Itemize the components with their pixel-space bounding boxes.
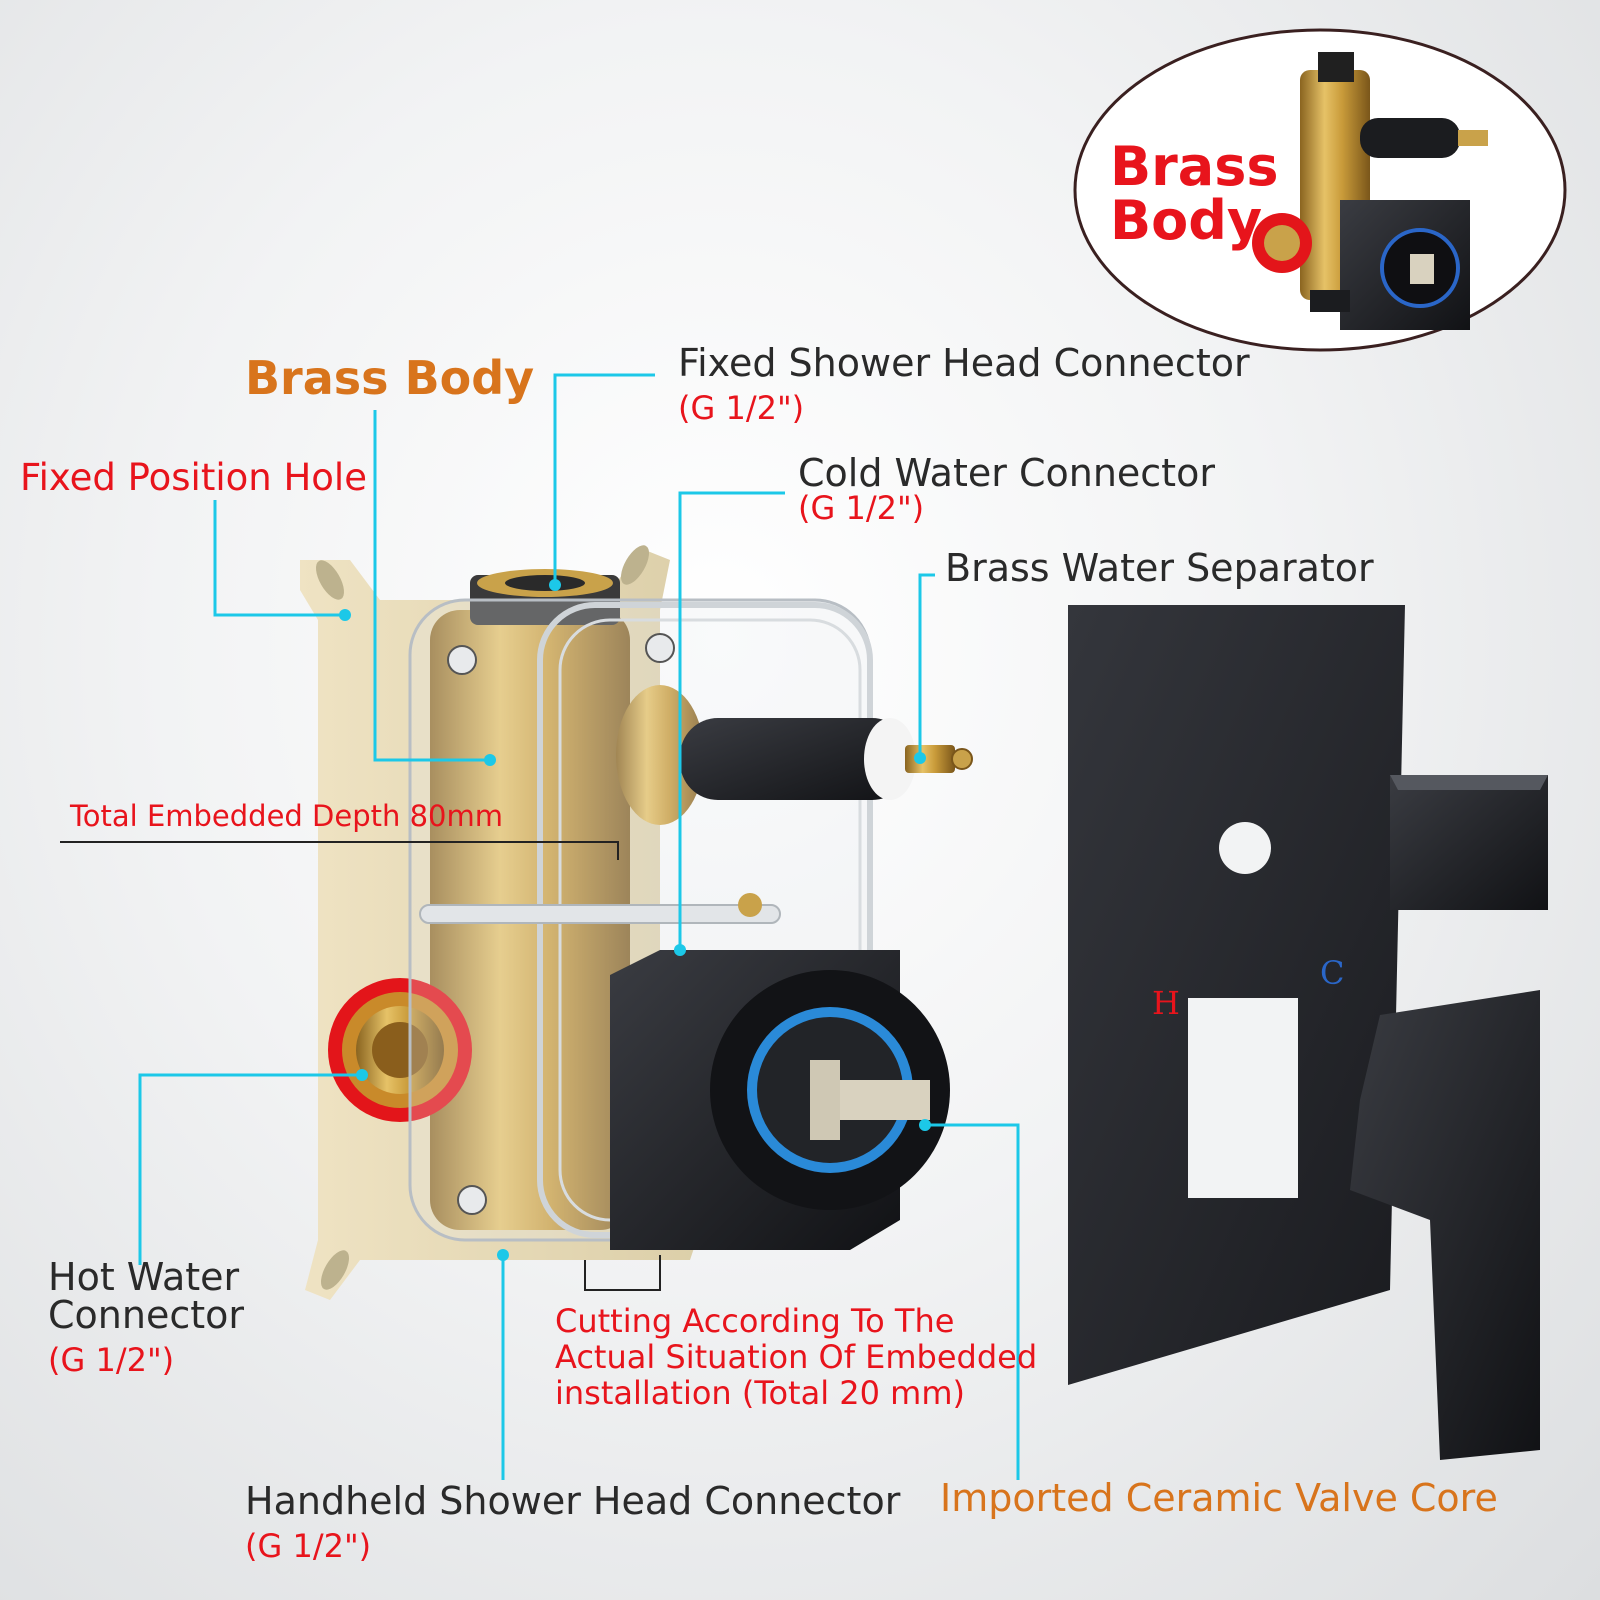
brass-body-inset [1073,28,1567,352]
leader-fixed-position-hole [213,500,345,617]
label-handheld-shower-head-size: (G 1/2") [245,1527,372,1565]
label-hot-water-line2: Connector [48,1293,244,1337]
water-separator-spindle [680,718,973,800]
label-handheld-shower-head-connector: Handheld Shower Head Connector [245,1479,901,1523]
cold-mark: C [1320,954,1345,992]
label-cold-water-size: (G 1/2") [798,489,925,527]
leader-cold-water [678,491,785,950]
leader-dots [339,579,931,1261]
leader-lines [138,373,1020,1480]
leader-water-separator [918,573,935,758]
leader-hot-water [138,1073,362,1265]
leader-ceramic-core [925,1123,1020,1480]
leader-brass-body [373,410,490,762]
label-brass-water-separator: Brass Water Separator [945,546,1374,590]
label-cold-water-connector: Cold Water Connector [798,451,1215,495]
hot-mark: H [1152,984,1180,1022]
label-fixed-position-hole: Fixed Position Hole [20,456,367,499]
trim-plate [1068,605,1548,1460]
leader-fixed-shower-head [553,373,655,585]
label-fixed-shower-head-connector: Fixed Shower Head Connector [678,341,1250,385]
cutting-dimension-bracket [584,1255,661,1291]
label-brass-body: Brass Body [245,351,535,405]
label-fixed-shower-head-size: (G 1/2") [678,389,805,427]
inset-title-line2: Body [1110,189,1263,252]
label-total-embedded-depth: Total Embedded Depth 80mm [70,799,504,833]
inset-title-line1: Brass [1110,135,1279,198]
label-imported-ceramic-valve-core: Imported Ceramic Valve Core [940,1476,1498,1520]
label-cutting-line2: Actual Situation Of Embedded [555,1338,1038,1376]
label-cutting-line1: Cutting According To The [555,1302,955,1340]
valve-cube [610,950,950,1250]
label-hot-water-line1: Hot Water [48,1255,240,1299]
inset-title: Brass Body [1110,140,1279,248]
depth-dimension-line [60,841,619,860]
label-cutting-line3: installation (Total 20 mm) [555,1374,965,1412]
label-hot-water-size: (G 1/2") [48,1341,175,1379]
